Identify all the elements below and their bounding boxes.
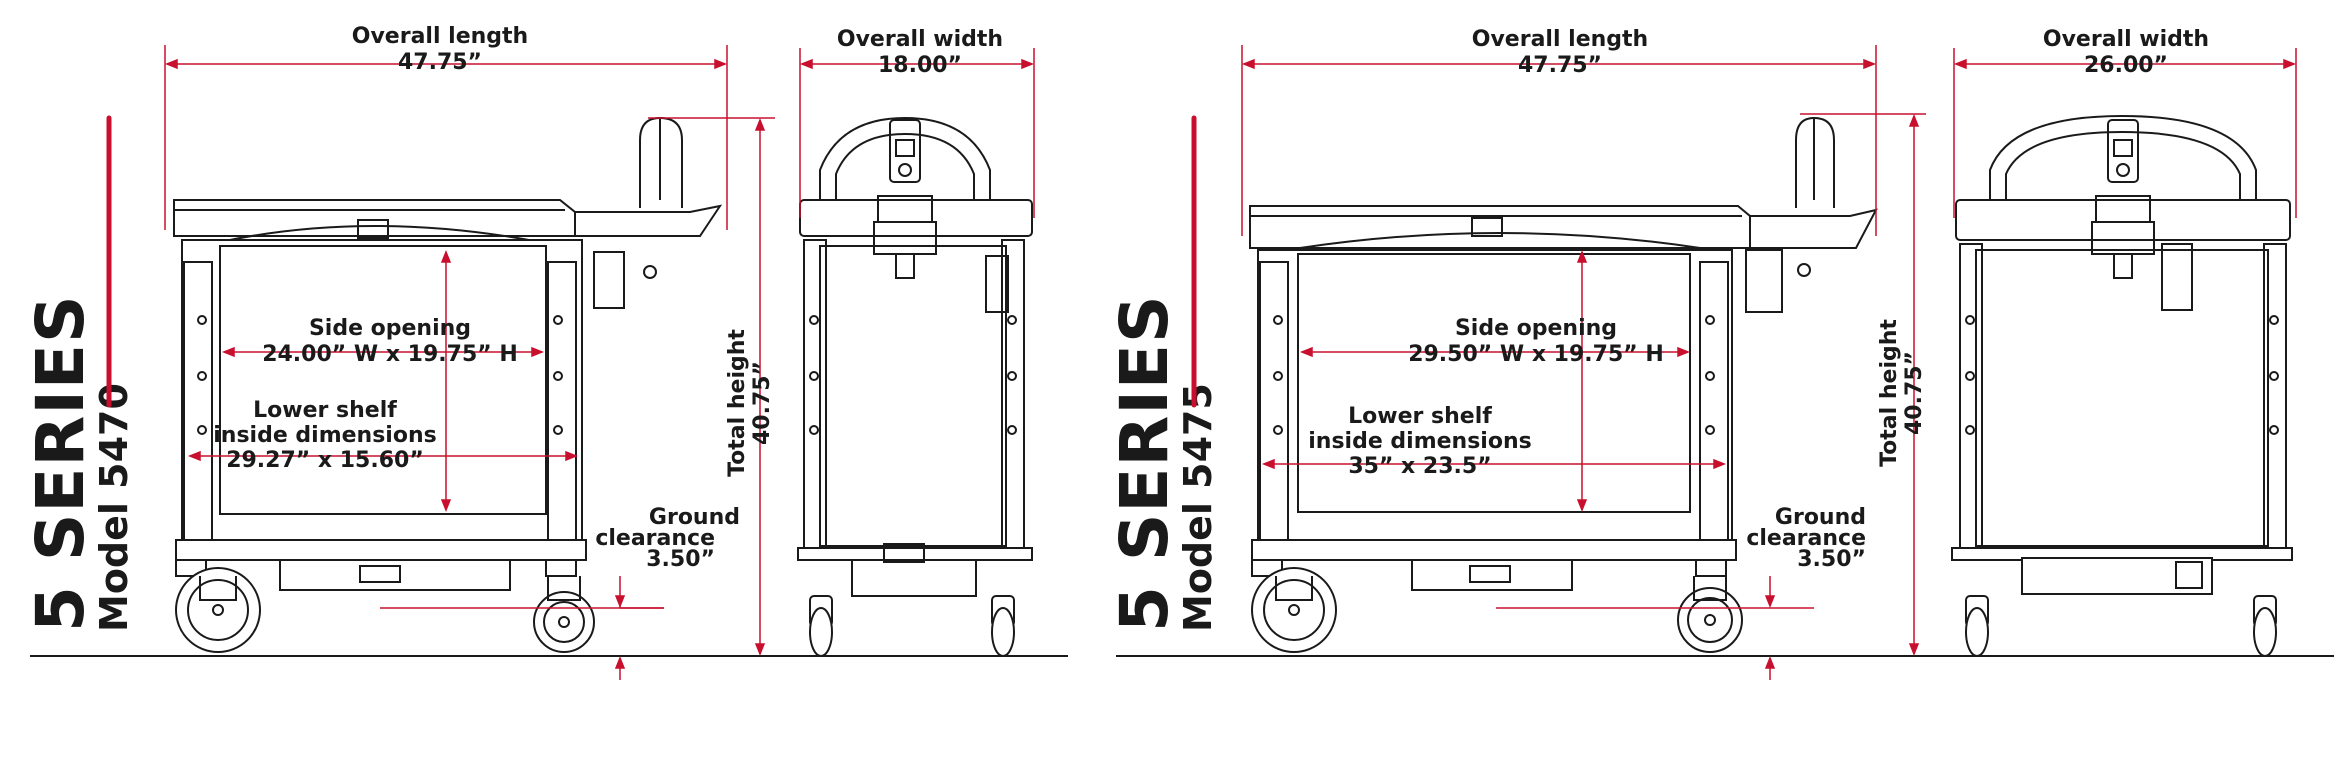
ground-clearance-label-3: Ground xyxy=(1774,505,1866,530)
lower-shelf-label-3: Lower shelf xyxy=(1348,404,1492,429)
ground-clearance-label-4: clearance xyxy=(1746,526,1866,551)
dimension-lines xyxy=(164,45,1035,680)
overall-width-value: 18.00” xyxy=(877,53,963,78)
cart-side-view xyxy=(173,116,723,653)
overall-length-label: Overall length xyxy=(351,24,529,49)
side-opening-value-2: 29.50” W x 19.75” H xyxy=(1408,342,1664,367)
lower-shelf-value-2: 35” x 23.5” xyxy=(1348,454,1492,479)
overall-length-label-2: Overall length xyxy=(1471,27,1649,52)
side-opening-label-2: Side opening xyxy=(1454,316,1618,341)
lower-shelf-label: Lower shelf xyxy=(253,398,397,423)
overall-width-label: Overall width xyxy=(836,27,1004,52)
total-height-label-2: Total height 40.75” xyxy=(1877,283,1927,503)
overall-width-label-2: Overall width xyxy=(2042,27,2210,52)
overall-length-value-2: 47.75” xyxy=(1517,53,1603,78)
lower-shelf-value: 29.27” x 15.60” xyxy=(226,448,424,473)
cart-side-view-2 xyxy=(1249,116,1878,653)
dimension-lines-2 xyxy=(1241,45,2297,680)
overall-length-value: 47.75” xyxy=(397,50,483,75)
total-height-value-2: 40.75” xyxy=(1902,350,1927,436)
ground-clearance-value-2: 3.50” xyxy=(1797,547,1866,572)
total-height-text-2: Total height xyxy=(1877,319,1902,467)
cart-front-view-2 xyxy=(1951,114,2293,657)
side-opening-value: 24.00” W x 19.75” H xyxy=(262,342,518,367)
cart-front-view xyxy=(797,116,1033,657)
side-opening-label: Side opening xyxy=(308,316,472,341)
lower-shelf-label-4: inside dimensions xyxy=(1308,429,1532,454)
overall-width-value-2: 26.00” xyxy=(2083,53,2169,78)
lower-shelf-label-2: inside dimensions xyxy=(213,423,437,448)
ground-clearance-label: Ground xyxy=(648,505,740,530)
ground-clearance-value: 3.50” xyxy=(646,547,715,572)
ground-clearance-label-2: clearance xyxy=(595,526,715,551)
